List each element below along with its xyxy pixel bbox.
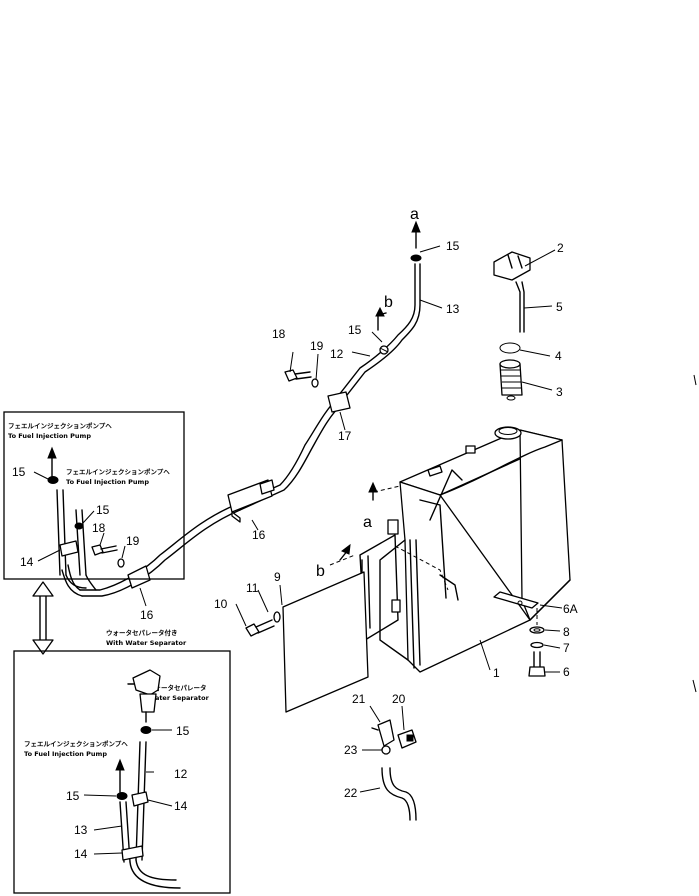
filler-strainer xyxy=(499,359,523,401)
inset-lower-sep-jp: ウォータセパレータ xyxy=(148,683,207,692)
callout-13: 13 xyxy=(446,302,460,316)
pipe-clamp-16-main xyxy=(227,479,275,523)
callout-17: 17 xyxy=(338,429,352,443)
arrow-b-tank xyxy=(339,543,351,561)
arrow-a-tank xyxy=(368,481,378,501)
drain-hose-22 xyxy=(381,767,417,821)
separator-note-en: With Water Separator xyxy=(106,639,187,647)
callout-numbers: 1 2 3 4 5 6 6A 7 8 9 10 11 12 13 15 15 1… xyxy=(140,239,578,800)
inset-lower-callout-12: 12 xyxy=(174,767,188,781)
callout-16-main: 16 xyxy=(252,528,266,542)
fuel-pipe xyxy=(61,263,421,597)
bolt-18 xyxy=(284,369,312,382)
arrow-label-a-top: a xyxy=(410,206,419,223)
arrow-b-pipe xyxy=(375,306,387,331)
hose-clip-15-mid xyxy=(379,345,389,355)
inset-lower-callout-15-b: 15 xyxy=(66,789,80,803)
inset-upper-callout-19: 19 xyxy=(126,534,140,548)
edge-mark-lower xyxy=(692,679,697,693)
washer-7 xyxy=(530,641,544,649)
callout-21: 21 xyxy=(352,692,366,706)
callout-12: 12 xyxy=(330,347,344,361)
inset-upper-callout-15-b: 15 xyxy=(96,503,110,517)
inset-upper-callout-18: 18 xyxy=(92,521,106,535)
callout-19: 19 xyxy=(310,339,324,353)
bolt-10 xyxy=(245,619,275,637)
callout-3: 3 xyxy=(556,385,563,399)
inset-upper-label-en-1: To Fuel Injection Pump xyxy=(8,432,91,440)
callout-7: 7 xyxy=(563,641,570,655)
callout-8: 8 xyxy=(563,625,570,639)
callout-5: 5 xyxy=(556,300,563,314)
callout-11: 11 xyxy=(246,581,259,595)
callout-2: 2 xyxy=(557,241,564,255)
callout-6a: 6A xyxy=(563,602,578,616)
arrow-label-a-tank: a xyxy=(363,514,372,531)
callout-6: 6 xyxy=(563,665,570,679)
double-arrow xyxy=(32,581,54,655)
callout-1: 1 xyxy=(493,666,500,680)
strainer-rod xyxy=(515,281,525,333)
o-ring xyxy=(499,342,521,354)
callout-22: 22 xyxy=(344,786,358,800)
callout-20: 20 xyxy=(392,692,406,706)
inset-upper-callout-15-a: 15 xyxy=(12,465,26,479)
inset-upper-label-jp-2: フェエルインジェクションポンプヘ xyxy=(66,467,170,476)
callout-18: 18 xyxy=(272,327,286,341)
washer-19 xyxy=(311,378,319,388)
edge-mark-upper xyxy=(693,374,697,386)
pipe-clamp-16-left xyxy=(127,565,151,589)
cover-plate xyxy=(282,571,369,713)
callout-23: 23 xyxy=(344,743,358,757)
callout-15-top: 15 xyxy=(446,239,460,253)
hose-clip-15-top xyxy=(410,254,422,262)
inset-upper-label-jp-1: フェエルインジェクションポンプヘ xyxy=(8,421,112,430)
washer-8 xyxy=(529,626,545,634)
arrow-label-b-tank: b xyxy=(316,563,325,580)
callout-10: 10 xyxy=(214,597,228,611)
bolt-6 xyxy=(528,651,546,677)
callout-9: 9 xyxy=(274,570,281,584)
inset-upper: フェエルインジェクションポンプヘ To Fuel Injection Pump … xyxy=(3,411,185,591)
arrow-labels: a b a b xyxy=(316,206,419,580)
tank-cap xyxy=(493,251,531,281)
inset-lower-label-jp: フェエルインジェクションポンプヘ xyxy=(24,739,128,748)
clip-23 xyxy=(381,745,391,755)
leader-lines xyxy=(139,245,563,793)
inset-upper-callout-14: 14 xyxy=(20,555,34,569)
arrow-label-b-pipe: b xyxy=(384,294,393,311)
inset-lower: ウォータセパレータ Water Separator フェエルインジェクションポン… xyxy=(13,650,231,894)
callout-15-mid: 15 xyxy=(348,323,362,337)
inset-lower-callout-15-a: 15 xyxy=(176,724,190,738)
callout-4: 4 xyxy=(555,349,562,363)
pipe-clamp-17 xyxy=(327,391,351,413)
callout-16-left: 16 xyxy=(140,608,154,622)
inset-lower-sep-en: Water Separator xyxy=(148,694,210,702)
inset-lower-callout-14-a: 14 xyxy=(174,799,188,813)
arrow-a-top xyxy=(411,220,421,249)
drain-cock-21 xyxy=(371,719,395,747)
fuel-tank xyxy=(379,426,571,673)
drain-valve-20 xyxy=(397,729,417,749)
separator-note-jp: ウォータセパレータ付き xyxy=(106,628,178,637)
inset-lower-callout-13: 13 xyxy=(74,823,88,837)
inset-upper-label-en-2: To Fuel Injection Pump xyxy=(66,478,149,486)
washer-11 xyxy=(273,611,281,623)
inset-lower-label-en: To Fuel Injection Pump xyxy=(24,750,107,758)
inset-lower-callout-14-b: 14 xyxy=(74,847,88,861)
